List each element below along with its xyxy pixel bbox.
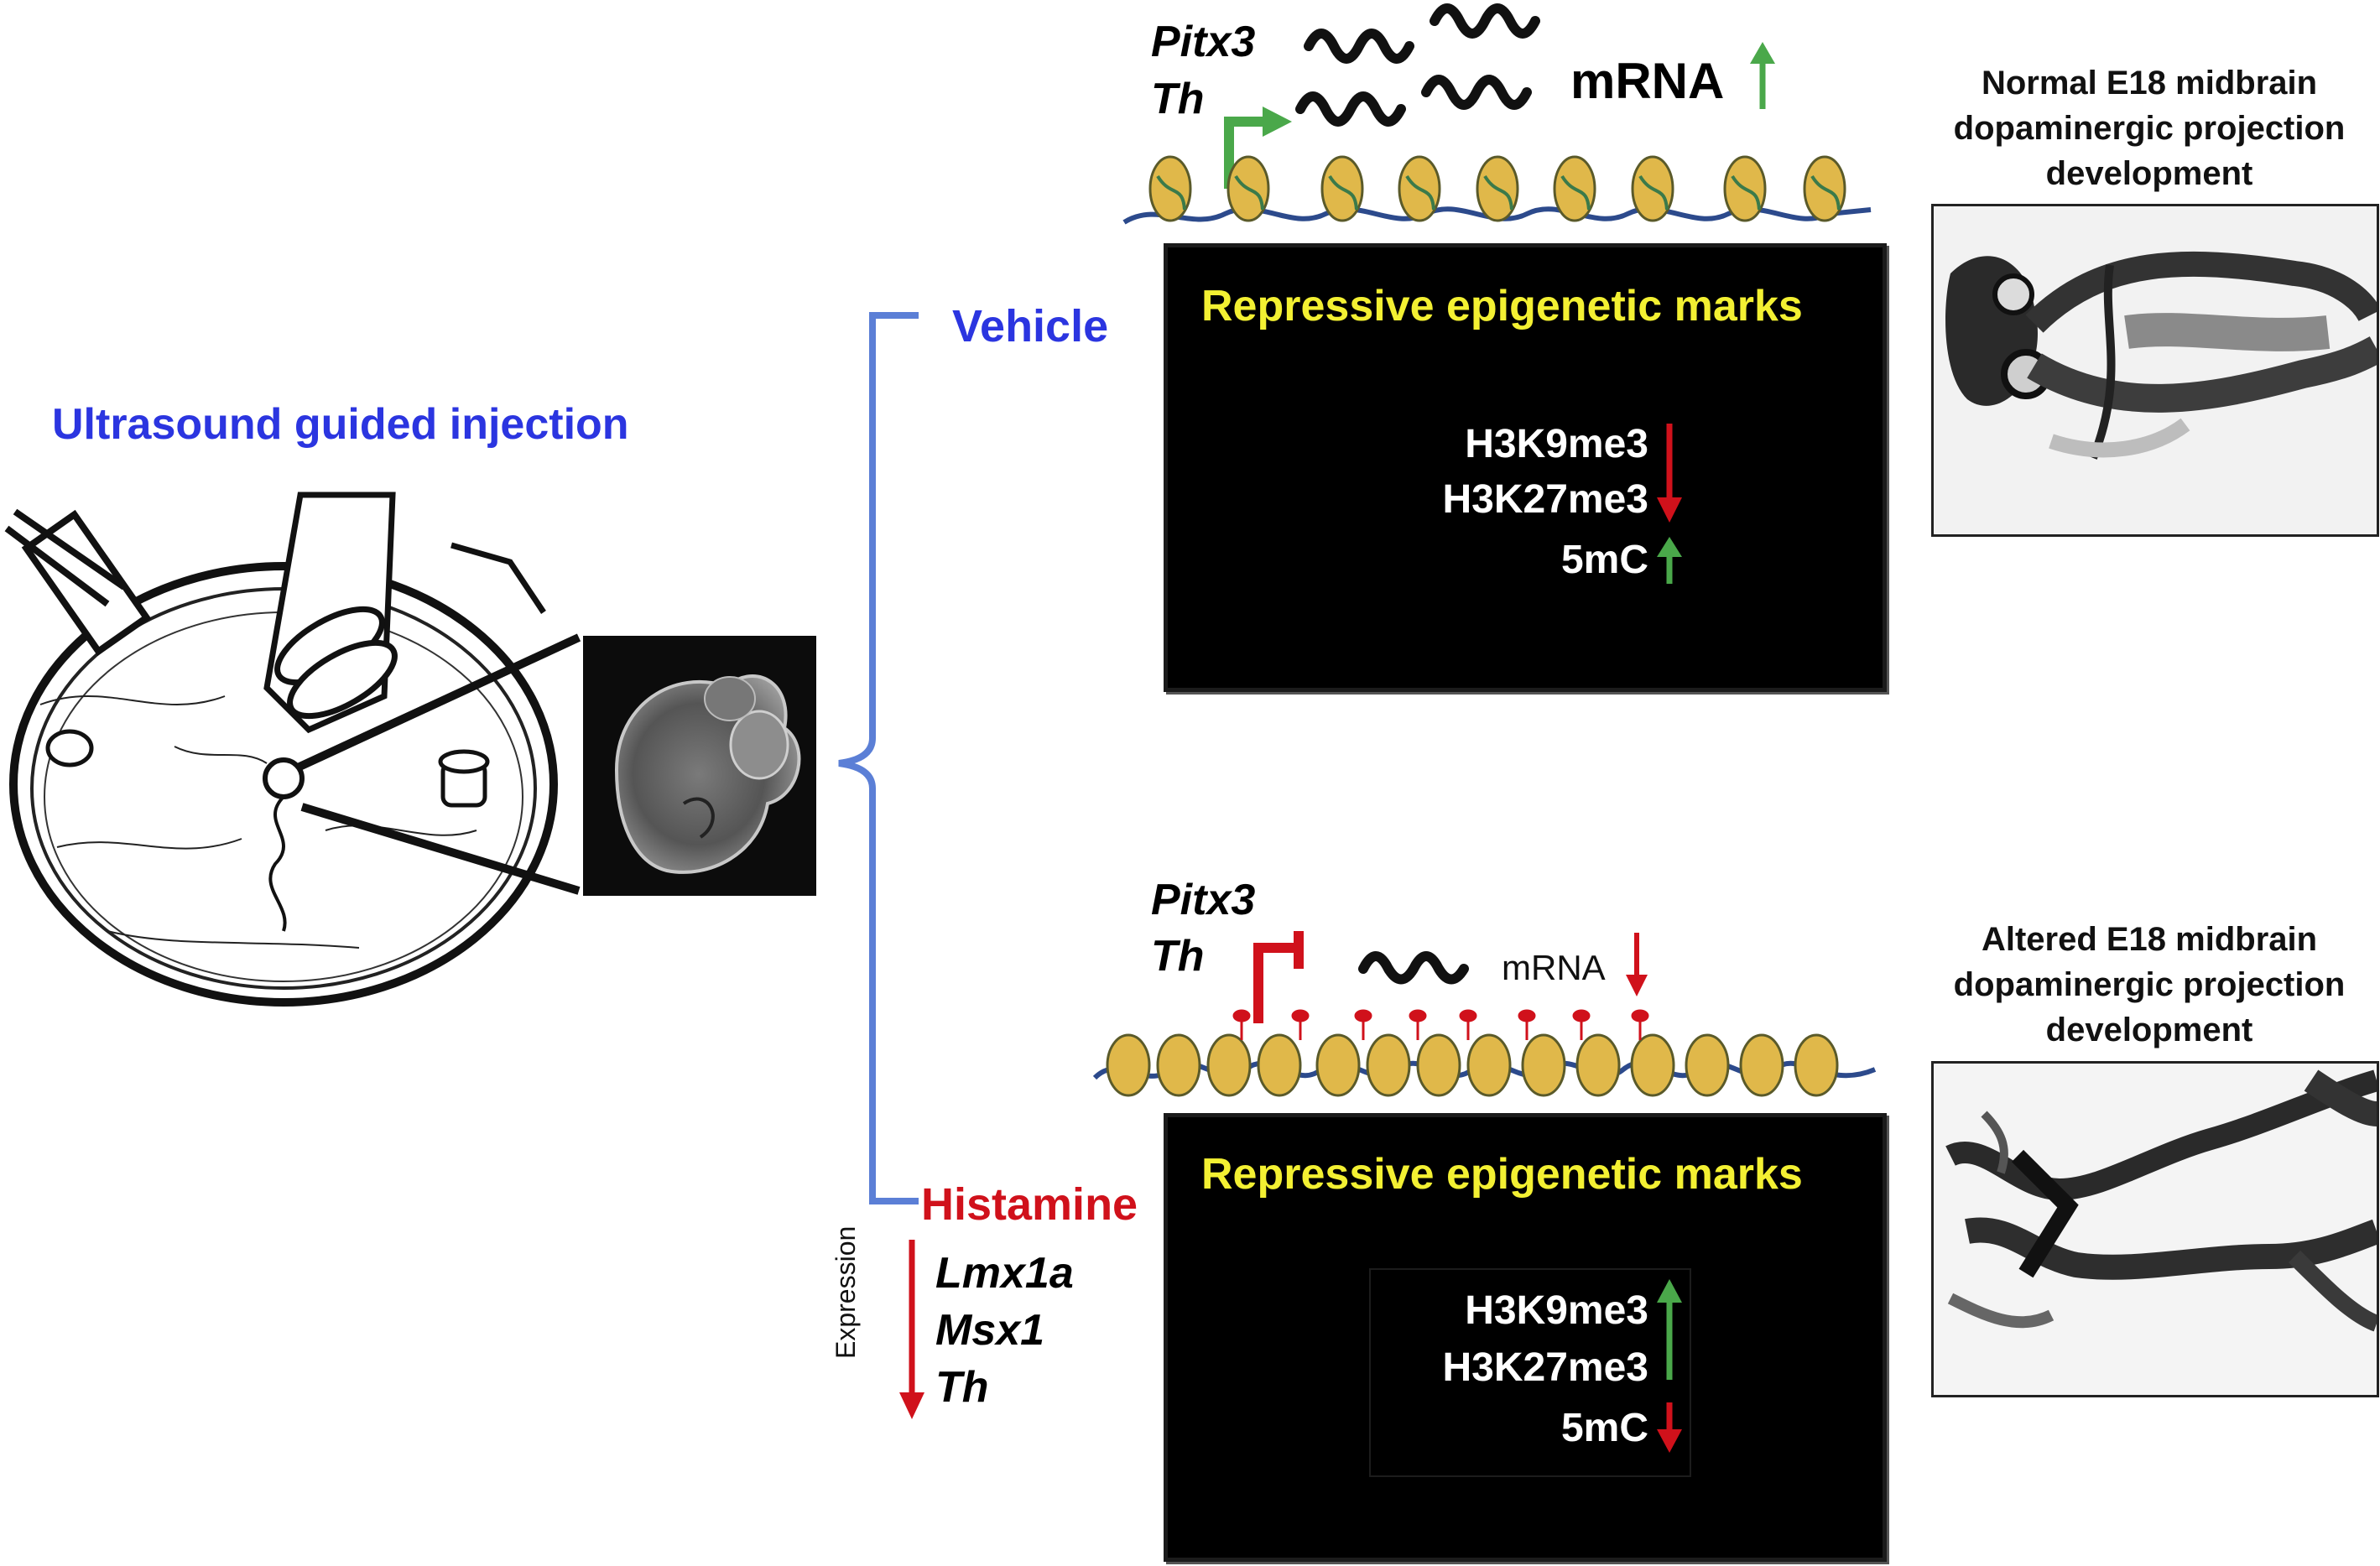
- histamine-right-title: Altered E18 midbrain dopaminergic projec…: [1914, 917, 2380, 1053]
- vehicle-right-title: Normal E18 midbrain dopaminergic project…: [1914, 60, 2380, 196]
- histamine-marks-frame: [1369, 1268, 1691, 1477]
- active-promoter-arrow: [1224, 107, 1292, 189]
- embryo-image: [583, 636, 816, 896]
- vehicle-box-title: Repressive epigenetic marks: [1201, 282, 1803, 330]
- histamine-box-title: Repressive epigenetic marks: [1201, 1150, 1803, 1199]
- petri-dish-sketch: [4, 492, 558, 1023]
- arrow-down-icon: [899, 1240, 924, 1419]
- left-title: Ultrasound guided injection: [52, 400, 629, 449]
- arrow-down-icon: [1657, 1402, 1682, 1453]
- vehicle-gene-th: Th: [1151, 75, 1205, 123]
- histamine-gene-th: Th: [1151, 932, 1205, 981]
- arrow-up-icon: [1657, 1279, 1682, 1380]
- histamine-mark-h3k9me3: H3K9me3: [1465, 1288, 1648, 1333]
- histamine-mrna-label: mRNA: [1502, 948, 1606, 987]
- expression-axis-label: Expression: [831, 1225, 861, 1359]
- histamine-mark-5mc: 5mC: [1560, 1406, 1648, 1450]
- vehicle-mrna-label: mRNA: [1570, 53, 1725, 109]
- expression-gene-1: Lmx1a: [935, 1249, 1074, 1298]
- expression-gene-2: Msx1: [935, 1306, 1045, 1355]
- arrow-up-icon: [1750, 42, 1775, 109]
- histamine-right-title-text: Altered E18 midbrain dopaminergic projec…: [1953, 921, 2346, 1048]
- histamine-mark-h3k27me3: H3K27me3: [1442, 1345, 1648, 1390]
- histamine-epigenetic-box: [1164, 1113, 1887, 1562]
- histamine-gene-pitx3: Pitx3: [1151, 876, 1256, 924]
- mrna-squiggle-icon: [1295, 3, 1540, 127]
- vehicle-epigenetic-box: [1164, 243, 1887, 692]
- arrow-down-icon: [1657, 424, 1682, 523]
- vehicle-gene-pitx3: Pitx3: [1151, 18, 1256, 66]
- arrow-up-icon: [1657, 537, 1682, 584]
- altered-brain-image: [1931, 1061, 2379, 1397]
- vehicle-chromatin: [1122, 155, 1872, 225]
- histamine-chromatin: [1092, 1009, 1877, 1097]
- altered-brain-staining: [1934, 1064, 2377, 1395]
- mrna-squiggle-icon: [1358, 951, 1469, 985]
- histamine-label: Histamine: [921, 1179, 1138, 1230]
- repressed-promoter-icon: [1253, 931, 1304, 1023]
- normal-brain-image: [1931, 204, 2379, 537]
- arrow-down-icon: [1626, 933, 1648, 996]
- normal-brain-staining: [1934, 206, 2377, 534]
- expression-gene-3: Th: [935, 1363, 989, 1412]
- vehicle-mark-5mc: 5mC: [1560, 538, 1648, 582]
- vehicle-mark-h3k27me3: H3K27me3: [1442, 477, 1648, 522]
- vehicle-label: Vehicle: [952, 301, 1109, 351]
- vehicle-mark-h3k9me3: H3K9me3: [1465, 422, 1648, 466]
- vehicle-right-title-text: Normal E18 midbrain dopaminergic project…: [1953, 65, 2346, 192]
